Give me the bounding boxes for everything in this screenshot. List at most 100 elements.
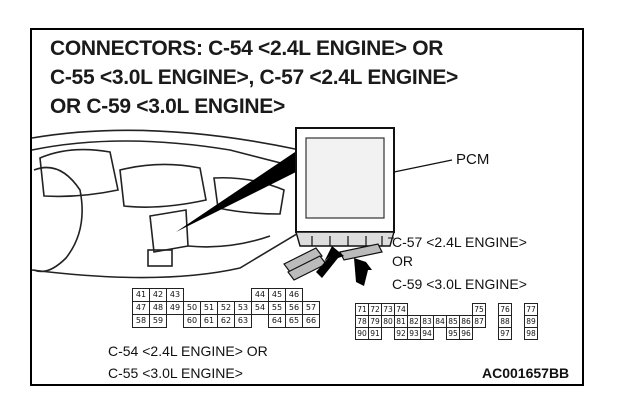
c54-label: C-54 <2.4L ENGINE> OR xyxy=(108,343,268,359)
c59-label: C-59 <3.0L ENGINE> xyxy=(392,276,527,292)
empty-pin-cell xyxy=(473,328,486,340)
empty-pin-cell xyxy=(486,328,499,340)
pin-cell: 80 xyxy=(381,315,395,328)
pin-cell: 61 xyxy=(200,314,218,328)
pin-cell: 58 xyxy=(132,314,150,328)
instrument-cluster xyxy=(39,148,119,198)
pin-cell: 65 xyxy=(285,314,303,328)
pin-cell: 73 xyxy=(381,303,395,316)
pin-cell: 44 xyxy=(251,288,269,302)
empty-pin-cell xyxy=(184,289,201,302)
pin-cell: 47 xyxy=(132,301,150,315)
empty-pin-cell xyxy=(201,289,218,302)
pin-cell: 71 xyxy=(355,303,369,316)
pin-cell: 60 xyxy=(183,314,201,328)
pin-cell: 76 xyxy=(498,303,512,316)
windshield-edge xyxy=(31,129,301,151)
empty-pin-cell xyxy=(447,304,460,316)
empty-pin-cell xyxy=(421,304,434,316)
c55-label: C-55 <3.0L ENGINE> xyxy=(108,365,243,381)
center-console xyxy=(149,209,189,253)
figure-code: AC001657BB xyxy=(482,365,570,381)
empty-pin-cell xyxy=(408,304,421,316)
pin-cell: 91 xyxy=(368,327,382,340)
pin-cell: 92 xyxy=(394,327,408,340)
pin-cell: 78 xyxy=(355,315,369,328)
empty-pin-cell xyxy=(512,316,525,328)
empty-pin-cell xyxy=(460,304,473,316)
pin-cell: 96 xyxy=(459,327,473,340)
pin-cell: 90 xyxy=(355,327,369,340)
pin-cell: 86 xyxy=(459,315,473,328)
pin-cell: 64 xyxy=(268,314,286,328)
pin-cell: 46 xyxy=(285,288,303,302)
pin-cell: 66 xyxy=(302,314,320,328)
c57-label: C-57 <2.4L ENGINE> xyxy=(392,234,527,250)
empty-pin-cell xyxy=(382,328,395,340)
empty-pin-cell xyxy=(486,316,499,328)
empty-pin-cell xyxy=(512,304,525,316)
empty-pin-cell xyxy=(218,289,235,302)
pin-cell: 45 xyxy=(268,288,286,302)
pin-cell: 48 xyxy=(149,301,167,315)
pin-cell: 82 xyxy=(407,315,421,328)
pcm-unit xyxy=(295,127,395,247)
connector-plugs xyxy=(283,243,383,281)
pin-cell: 53 xyxy=(234,301,252,315)
pcm-leader xyxy=(393,159,453,173)
title-line-1: CONNECTORS: C-54 <2.4L ENGINE> OR xyxy=(50,37,444,60)
pin-cell: 97 xyxy=(498,327,512,340)
pin-cell: 88 xyxy=(498,315,512,328)
pin-cell: 51 xyxy=(200,301,218,315)
pin-cell: 43 xyxy=(166,288,184,302)
empty-pin-cell xyxy=(252,315,269,328)
pin-cell: 95 xyxy=(446,327,460,340)
pin-cell: 55 xyxy=(268,301,286,315)
pin-cell: 56 xyxy=(285,301,303,315)
pin-cell: 59 xyxy=(149,314,167,328)
pin-cell: 62 xyxy=(217,314,235,328)
pin-cell: 57 xyxy=(302,301,320,315)
pcm-label: PCM xyxy=(456,151,490,168)
pin-cell: 74 xyxy=(394,303,408,316)
steering-wheel xyxy=(33,166,83,273)
connector-arrow-right xyxy=(354,258,372,286)
pin-cell: 79 xyxy=(368,315,382,328)
pin-cell: 63 xyxy=(234,314,252,328)
pin-cell: 83 xyxy=(420,315,434,328)
empty-pin-cell xyxy=(434,328,447,340)
empty-pin-cell xyxy=(434,304,447,316)
pin-cell: 77 xyxy=(524,303,538,316)
title-line-2: C-55 <3.0L ENGINE>, C-57 <2.4L ENGINE> xyxy=(50,66,459,89)
pin-cell: 52 xyxy=(217,301,235,315)
diagram-title: CONNECTORS: C-54 <2.4L ENGINE> OR C-55 <… xyxy=(50,34,458,121)
pin-cell: 42 xyxy=(149,288,167,302)
dashboard-outline xyxy=(31,140,321,279)
empty-pin-cell xyxy=(167,315,184,328)
pin-cell: 54 xyxy=(251,301,269,315)
location-pointer xyxy=(176,150,304,232)
pin-cell: 81 xyxy=(394,315,408,328)
pin-cell: 41 xyxy=(132,288,150,302)
connector-arrow-left xyxy=(316,246,344,278)
pin-cell: 84 xyxy=(433,315,447,328)
empty-pin-cell xyxy=(512,328,525,340)
empty-pin-cell xyxy=(235,289,252,302)
pin-cell: 98 xyxy=(524,327,538,340)
pin-cell: 50 xyxy=(183,301,201,315)
pin-cell: 75 xyxy=(472,303,486,316)
pin-cell: 94 xyxy=(420,327,434,340)
title-line-3: OR C-59 <3.0L ENGINE> xyxy=(50,95,285,118)
empty-pin-cell xyxy=(486,304,499,316)
pin-cell: 89 xyxy=(524,315,538,328)
or-label: OR xyxy=(392,253,413,269)
pin-cell: 85 xyxy=(446,315,460,328)
pin-cell: 72 xyxy=(368,303,382,316)
pin-cell: 93 xyxy=(407,327,421,340)
